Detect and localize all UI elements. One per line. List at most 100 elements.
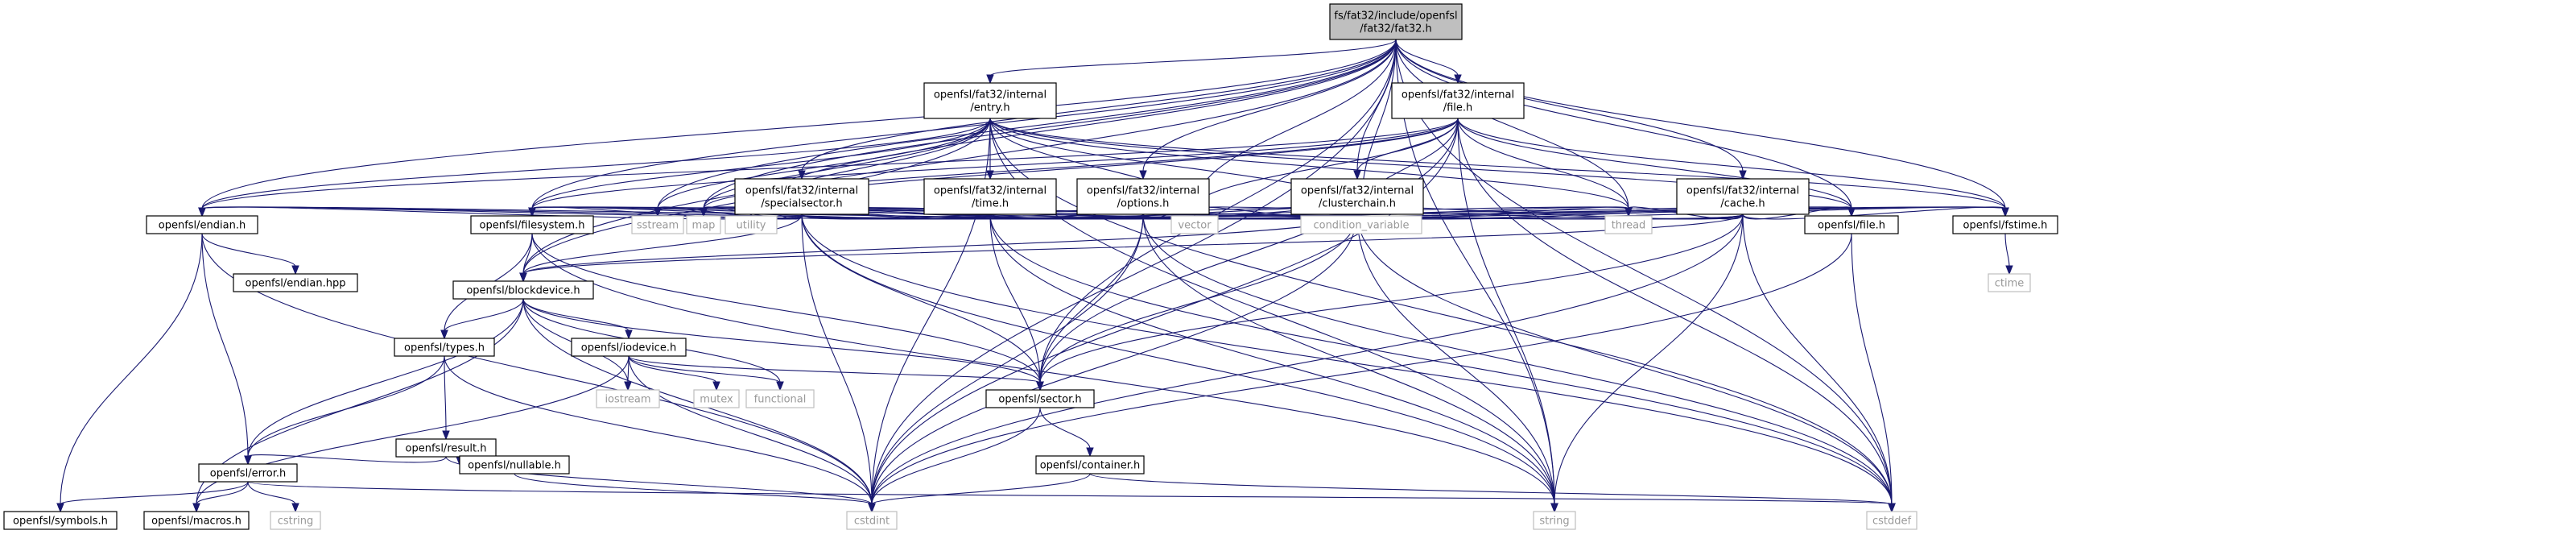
node-box-cstddef [1866,511,1918,530]
node-endianhpp[interactable]: openfsl/endian.hpp [233,273,358,292]
node-file_int[interactable]: openfsl/fat32/internal/file.h [1391,82,1525,119]
node-fstime[interactable]: openfsl/fstime.h [1952,215,2058,234]
node-box-cache [1676,178,1810,215]
node-box-types [394,338,495,357]
node-sstream: sstream [631,215,684,234]
node-box-filesystem [470,215,594,234]
node-box-map [686,215,721,234]
node-label: sstream [637,220,679,232]
node-label: fs/fat32/include/openfsl [1334,10,1457,23]
edge-file_int-to-sector [1036,118,1459,392]
edge-cache-to-fstime [1742,206,2009,220]
node-entry[interactable]: openfsl/fat32/internal/entry.h [923,82,1057,119]
node-error[interactable]: openfsl/error.h [198,463,298,483]
node-filesystem[interactable]: openfsl/filesystem.h [470,215,594,234]
node-layer: fs/fat32/include/openfsl/fat32/fat32.h op… [3,3,2058,530]
node-cstring: cstring [270,511,321,530]
node-label: openfsl/file.h [1818,220,1885,232]
node-endian[interactable]: openfsl/endian.h [146,215,258,234]
node-mutex: mutex [693,389,740,408]
node-label: openfsl/iodevice.h [581,342,676,354]
edge-container-to-cstddef [1089,473,1896,513]
node-macros[interactable]: openfsl/macros.h [143,511,250,530]
edge-specialsector-to-sector [801,213,1044,392]
edge-options-to-string [1142,213,1558,513]
node-cstdint: cstdint [846,511,898,530]
edge-blockdevice-to-types [440,298,524,340]
node-time_int[interactable]: openfsl/fat32/internal/time.h [923,178,1057,215]
node-label: openfsl/fat32/internal [934,89,1046,102]
node-label: ctime [1995,278,2025,290]
node-box-blockdevice [452,280,594,300]
edge-error-to-cstring [247,481,299,513]
node-iostream: iostream [596,389,660,408]
node-specialsector[interactable]: openfsl/fat32/internal/specialsector.h [734,178,869,215]
node-label: openfsl/error.h [210,468,286,480]
node-iodevice[interactable]: openfsl/iodevice.h [571,338,687,357]
node-label: openfsl/fat32/internal [934,185,1046,197]
edge-fstime-to-ctime [2004,233,2013,276]
node-label: openfsl/container.h [1040,460,1141,472]
edge-file-to-cstddef [1851,233,1896,513]
node-file[interactable]: openfsl/file.h [1804,215,1899,234]
node-blockdevice[interactable]: openfsl/blockdevice.h [452,280,594,300]
node-box-iodevice [571,338,687,357]
edge-specialsector-to-cstddef [801,213,1896,513]
node-ctime: ctime [1988,273,2031,292]
node-thread: thread [1604,215,1653,234]
node-box-string [1533,511,1576,530]
node-label: openfsl/fat32/internal [1686,185,1799,197]
node-label: condition_variable [1313,220,1409,232]
node-label: /clusterchain.h [1319,198,1396,210]
node-symbols[interactable]: openfsl/symbols.h [3,511,118,530]
node-clusterchain[interactable]: openfsl/fat32/internal/clusterchain.h [1290,178,1424,215]
edge-endian-to-error [201,233,252,466]
edge-entry-to-endian [198,118,991,218]
node-box-functional [745,389,815,408]
node-label: /file.h [1443,102,1473,114]
edge-cache-to-cstdint [868,213,1744,513]
edge-iodevice-to-macros [192,355,630,513]
node-label: openfsl/fat32/internal [1087,185,1199,197]
node-label: /entry.h [970,102,1009,114]
edge-iodevice-to-cstdint [628,355,876,513]
node-types[interactable]: openfsl/types.h [394,338,495,357]
node-box-cstring [270,511,321,530]
edge-iodevice-to-sector [628,355,1044,392]
node-root[interactable]: fs/fat32/include/openfsl/fat32/fat32.h [1329,3,1463,40]
node-box-cstdint [846,511,898,530]
node-box-nullable [459,455,570,474]
edge-file_int-to-cstddef [1457,118,1896,513]
node-cache[interactable]: openfsl/fat32/internal/cache.h [1676,178,1810,215]
node-box-clusterchain [1290,178,1424,215]
node-label: thread [1612,220,1646,232]
node-sector[interactable]: openfsl/sector.h [985,389,1095,408]
edge-options-to-cstddef [1142,213,1896,513]
node-container[interactable]: openfsl/container.h [1035,455,1145,474]
edge-root-to-entry [986,39,1397,85]
node-label: /specialsector.h [761,198,842,210]
node-label: openfsl/filesystem.h [480,220,585,232]
node-box-sstream [631,215,684,234]
edge-file-to-cstdint [868,233,1852,513]
node-box-macros [143,511,250,530]
edge-iodevice-to-functional [628,355,784,392]
edge-file_int-to-thread [1457,118,1633,218]
node-label: openfsl/sector.h [998,394,1081,406]
node-label: cstring [278,516,313,528]
node-utility: utility [724,215,778,234]
node-label: openfsl/macros.h [151,516,242,528]
node-box-iostream [596,389,660,408]
node-label: openfsl/fat32/internal [745,185,858,197]
edge-root-to-specialsector [798,39,1397,180]
edge-entry-to-string [989,118,1558,513]
edge-nullable-to-cstdint [514,473,876,513]
node-nullable[interactable]: openfsl/nullable.h [459,455,570,474]
node-label: /options.h [1117,198,1170,210]
node-result[interactable]: openfsl/result.h [395,438,497,458]
node-label: openfsl/endian.hpp [246,278,346,290]
node-options[interactable]: openfsl/fat32/internal/options.h [1076,178,1210,215]
node-label: map [692,220,716,232]
node-functional: functional [745,389,815,408]
